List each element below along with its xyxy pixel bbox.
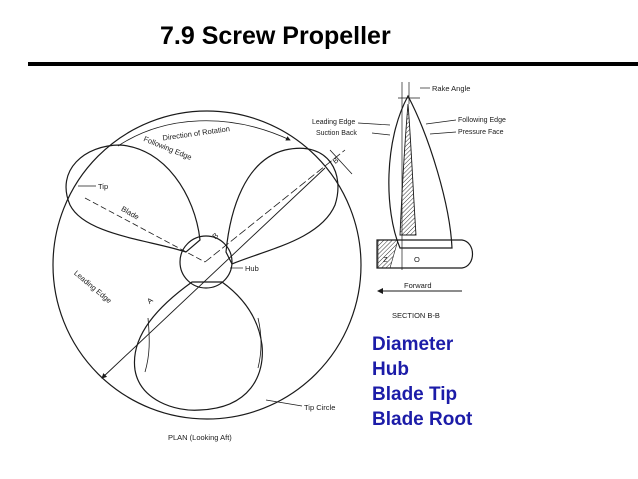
- label-z: Z: [383, 255, 388, 264]
- label-section-mark-hub: B: [210, 231, 220, 241]
- title-underline: [28, 62, 638, 66]
- section-line-bb: [204, 149, 346, 263]
- tip-circle: [52, 110, 362, 420]
- hub-circle: [179, 235, 233, 289]
- section-view: [357, 82, 474, 294]
- label-hub-plan: Hub: [245, 264, 259, 273]
- label-rake-angle: Rake Angle: [432, 84, 470, 93]
- label-o: O: [414, 255, 420, 264]
- label-tip: Tip: [98, 182, 108, 191]
- label-section-caption: SECTION B-B: [392, 311, 440, 320]
- rotation-arc: [117, 120, 291, 147]
- label-section-mark-upper: B: [331, 156, 341, 166]
- label-forward: Forward: [404, 281, 432, 290]
- label-leading-edge-plan: Leading Edge: [72, 269, 113, 306]
- blade-upper-right: [225, 147, 339, 265]
- section-hub: [376, 239, 474, 269]
- label-direction-of-rotation: Direction of Rotation: [162, 124, 231, 142]
- label-following-edge-section: Following Edge: [458, 117, 506, 124]
- label-suction-back: Suction Back: [316, 130, 357, 137]
- legend-item-blade-tip: Blade Tip: [372, 384, 458, 405]
- legend-item-hub: Hub: [372, 359, 409, 380]
- slide-title: 7.9 Screw Propeller: [160, 22, 391, 50]
- label-pressure-face: Pressure Face: [458, 129, 504, 136]
- section-hatched-profile: [399, 103, 417, 236]
- label-section-mark-lower: A: [145, 296, 155, 306]
- label-leading-edge-section: Leading Edge: [312, 119, 355, 126]
- section-blade-outline: [388, 94, 453, 249]
- label-plan-caption: PLAN (Looking Aft): [168, 433, 232, 442]
- legend-item-diameter: Diameter: [372, 334, 454, 355]
- legend-item-blade-root: Blade Root: [372, 409, 473, 430]
- label-tip-circle: Tip Circle: [304, 403, 335, 412]
- legend-list: Diameter Hub Blade Tip Blade Root: [372, 332, 472, 432]
- blade-lower: [133, 281, 263, 411]
- blade-upper-left: [65, 144, 201, 253]
- label-blade: Blade: [120, 204, 141, 221]
- diameter-line: [101, 167, 326, 379]
- blade-reference-line: [84, 197, 206, 263]
- plan-view: [52, 110, 362, 420]
